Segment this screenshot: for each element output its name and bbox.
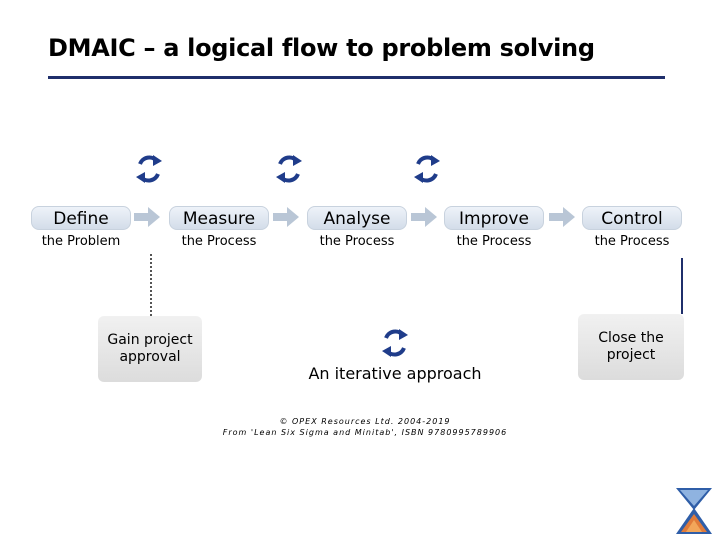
solid-connector: [681, 258, 683, 314]
gate-end-label: Close the project: [598, 330, 664, 363]
cycle-arrows-icon: [414, 155, 440, 183]
arrow-right-icon: [411, 207, 437, 227]
phase-subtitle: the Process: [456, 234, 532, 249]
cycle-arrows-icon: [276, 155, 302, 183]
copyright-notice: © OPEX Resources Ltd. 2004-2019 From 'Le…: [200, 416, 530, 438]
phase-name: Control: [582, 206, 682, 230]
arrow-right-icon: [134, 207, 160, 227]
phase-improve: Improve the Process: [429, 200, 559, 258]
copyright-line-1: © OPEX Resources Ltd. 2004-2019: [279, 417, 451, 426]
opex-logo-icon: [676, 488, 712, 534]
iterative-approach-label: An iterative approach: [308, 364, 482, 383]
copyright-line-2: From 'Lean Six Sigma and Minitab', ISBN …: [222, 428, 508, 437]
phase-measure: Measure the Process: [154, 200, 284, 258]
phase-control: Control the Process: [567, 200, 697, 258]
dotted-connector: [150, 254, 152, 316]
phase-name: Improve: [444, 206, 544, 230]
phase-define: Define the Problem: [16, 200, 146, 258]
arrow-right-icon: [549, 207, 575, 227]
phase-name: Define: [31, 206, 131, 230]
phase-subtitle: the Process: [319, 234, 395, 249]
gate-start-label: Gain project approval: [107, 332, 193, 365]
phase-subtitle: the Process: [594, 234, 670, 249]
phase-subtitle: the Process: [181, 234, 257, 249]
phase-name: Measure: [169, 206, 269, 230]
title-underline: [48, 76, 665, 79]
cycle-arrows-icon: [382, 329, 408, 357]
gate-start-box: Gain project approval: [98, 316, 202, 382]
cycle-arrows-icon: [136, 155, 162, 183]
arrow-right-icon: [273, 207, 299, 227]
phase-subtitle: the Problem: [41, 234, 121, 249]
gate-end-box: Close the project: [578, 314, 684, 380]
phase-name: Analyse: [307, 206, 407, 230]
phase-analyse: Analyse the Process: [292, 200, 422, 258]
page-title: DMAIC – a logical flow to problem solvin…: [48, 34, 595, 62]
